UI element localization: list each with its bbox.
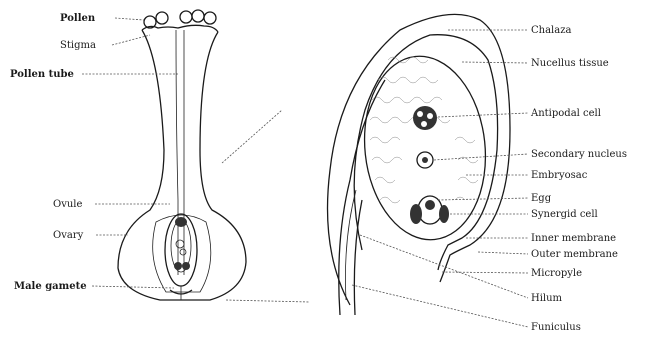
label-stigma: Stigma (60, 40, 96, 51)
label-funiculus: Funiculus (531, 322, 581, 333)
pollen-grains (144, 10, 216, 28)
label-male-gamete: Male gamete (14, 281, 87, 292)
label-synergid-cell: Synergid cell (531, 209, 598, 220)
right-labels: Chalaza Nucellus tissue Antipodal cell S… (352, 25, 627, 333)
label-inner-membrane: Inner membrane (531, 233, 616, 244)
label-secondary-nucleus: Secondary nucleus (531, 149, 627, 160)
label-nucellus-tissue: Nucellus tissue (531, 58, 609, 69)
label-egg: Egg (531, 193, 552, 204)
label-ovule: Ovule (53, 199, 82, 210)
label-pollen: Pollen (60, 13, 96, 24)
nucellus-texture (370, 57, 478, 203)
ovule-drawing (328, 14, 511, 315)
label-outer-membrane: Outer membrane (531, 249, 618, 260)
pistil-drawing (118, 10, 246, 300)
label-chalaza: Chalaza (531, 25, 571, 36)
label-micropyle: Micropyle (531, 268, 582, 279)
label-embryosac: Embryosac (531, 170, 588, 181)
label-antipodal-cell: Antipodal cell (530, 108, 601, 119)
label-ovary: Ovary (53, 230, 84, 241)
label-hilum: Hilum (531, 293, 563, 304)
label-pollen-tube: Pollen tube (10, 69, 74, 80)
